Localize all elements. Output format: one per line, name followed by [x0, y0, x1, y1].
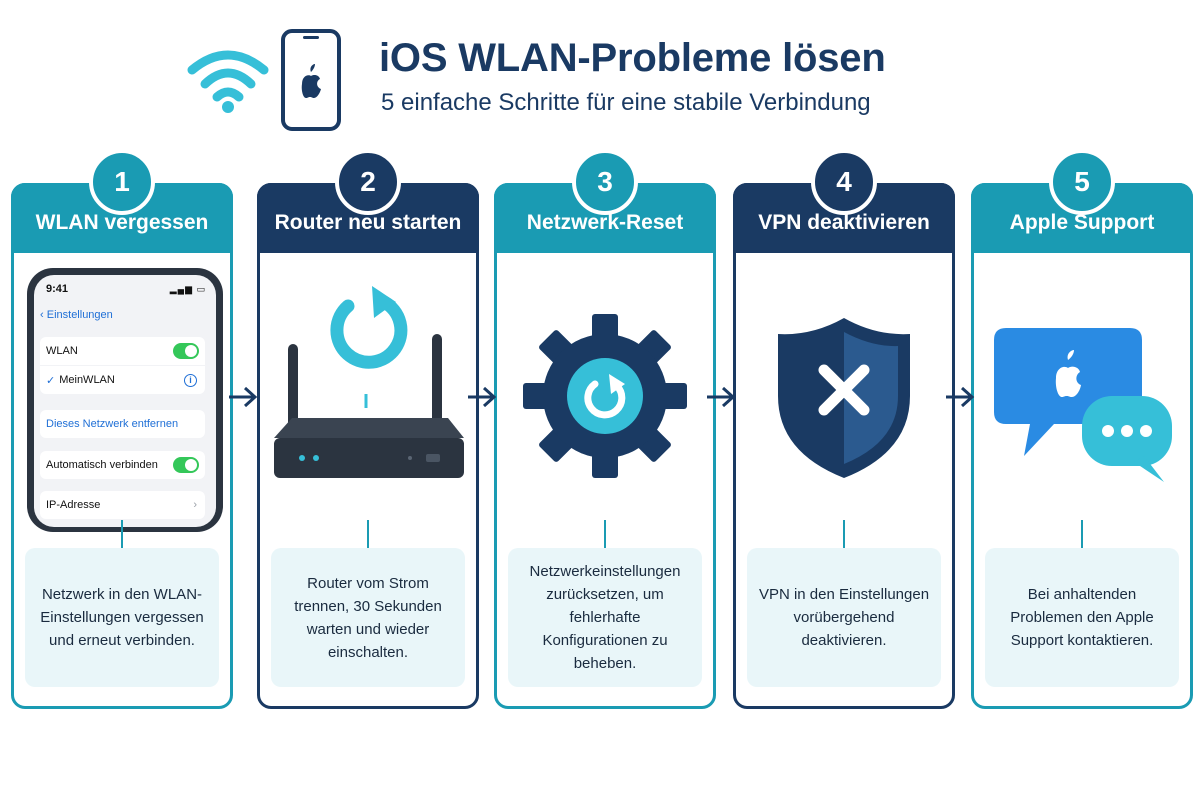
checkmark-icon: ✓: [46, 374, 56, 387]
step-number-badge: 3: [572, 149, 638, 215]
step-card-3: Netzwerk-Reset 3 Netzwerkeinstellungen z…: [494, 149, 716, 709]
forget-network-link: Dieses Netzwerk entfernen: [46, 418, 179, 430]
phone-apple-icon: [281, 29, 341, 131]
connector-line: [367, 520, 369, 550]
info-icon[interactable]: i: [184, 373, 197, 387]
arrow-right-icon: [707, 386, 736, 408]
step-number-badge: 2: [335, 149, 401, 215]
network-name: MeinWLAN: [59, 374, 115, 386]
connector-line: [843, 520, 845, 550]
step-card-5: Apple Support 5 Bei anhaltenden Probleme…: [971, 149, 1193, 709]
step-title: Router neu starten: [274, 211, 462, 234]
wlan-row[interactable]: WLAN: [40, 337, 205, 365]
page-title: iOS WLAN-Probleme lösen: [379, 36, 886, 80]
wlan-label: WLAN: [46, 345, 78, 357]
step-description: VPN in den Einstellungen vorübergehend d…: [747, 548, 941, 687]
step-description: Bei anhaltenden Problemen den Apple Supp…: [985, 548, 1179, 687]
auto-join-row[interactable]: Automatisch verbinden: [40, 451, 205, 479]
auto-join-toggle[interactable]: [173, 457, 199, 473]
step-number-badge: 1: [89, 149, 155, 215]
iphone-settings-screen: 9:41 ▂▄▆ ▭ ‹ Einstellungen WLAN ✓ MeinWL…: [14, 256, 230, 532]
network-row[interactable]: ✓ MeinWLAN i: [40, 366, 205, 394]
apple-chat-icon: [994, 328, 1172, 482]
step-card-2: Router neu starten 2 Router vom Strom tr…: [257, 149, 479, 709]
phone-screen: 9:41 ▂▄▆ ▭ ‹ Einstellungen WLAN ✓ MeinWL…: [34, 275, 216, 527]
step-description: Netzwerkeinstellungen zurücksetzen, um f…: [508, 548, 702, 687]
connector-line: [1081, 520, 1083, 550]
wlan-toggle[interactable]: [173, 343, 199, 359]
status-time: 9:41: [46, 283, 69, 295]
page-subtitle: 5 einfache Schritte für eine stabile Ver…: [381, 89, 871, 116]
status-signal-icon: ▂▄▆ ▭: [169, 284, 206, 294]
arrow-right-icon: [468, 386, 497, 408]
chevron-right-icon: ›: [193, 499, 197, 511]
step-title: VPN deaktivieren: [758, 211, 930, 234]
step-description: Router vom Strom trennen, 30 Sekunden wa…: [271, 548, 465, 687]
wifi-icon: [187, 50, 269, 113]
connector-line: [121, 520, 123, 550]
step-card-1: WLAN vergessen 1 9:41 ▂▄▆ ▭ ‹ Einstellun…: [11, 149, 233, 709]
arrow-right-icon: [229, 386, 258, 408]
step-card-4: VPN deaktivieren 4 VPN in den Einstellun…: [733, 149, 955, 709]
ip-address-row[interactable]: IP-Adresse ›: [40, 491, 205, 519]
shield-x-icon: [778, 318, 910, 478]
step-number-badge: 5: [1049, 149, 1115, 215]
gear-reset-icon: [523, 314, 687, 478]
step-title: Apple Support: [1009, 211, 1155, 234]
step-title: WLAN vergessen: [35, 211, 209, 234]
step-number-badge: 4: [811, 149, 877, 215]
arrow-right-icon: [946, 386, 975, 408]
auto-join-label: Automatisch verbinden: [46, 459, 158, 471]
step-title: Netzwerk-Reset: [526, 211, 684, 234]
step-description: Netzwerk in den WLAN-Einstellungen verge…: [25, 548, 219, 687]
ip-address-label: IP-Adresse: [46, 499, 101, 511]
router-restart-icon: [274, 286, 464, 478]
connector-line: [604, 520, 606, 550]
back-link[interactable]: ‹ Einstellungen: [40, 309, 113, 321]
forget-network-row[interactable]: Dieses Netzwerk entfernen: [40, 410, 205, 438]
